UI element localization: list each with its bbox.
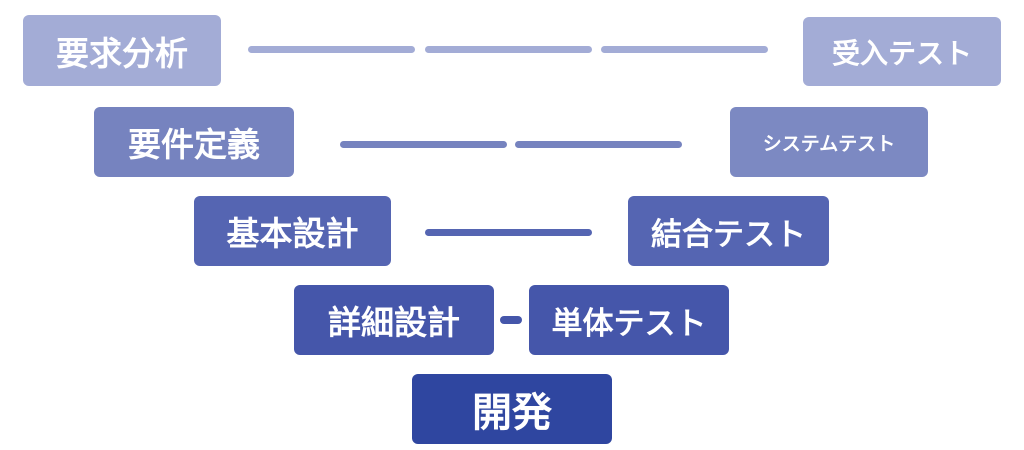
integration-test-box: 結合テスト [628,196,829,266]
connector-line-level3 [425,229,592,236]
acceptance-test-box: 受入テスト [803,17,1001,86]
connector-line-level1 [601,46,768,53]
basic-design-box: 基本設計 [194,196,391,266]
requirements-analysis-box: 要求分析 [23,15,221,86]
connector-line-level1 [248,46,415,53]
requirements-definition-box: 要件定義 [94,107,294,177]
connector-line-level1 [425,46,592,53]
connector-line-level2 [515,141,682,148]
connector-line-level4 [500,316,522,324]
detailed-design-box: 詳細設計 [294,285,494,355]
system-test-box: システムテスト [730,107,928,177]
connector-line-level2 [340,141,507,148]
unit-test-box: 単体テスト [529,285,729,355]
development-box: 開発 [412,374,612,444]
